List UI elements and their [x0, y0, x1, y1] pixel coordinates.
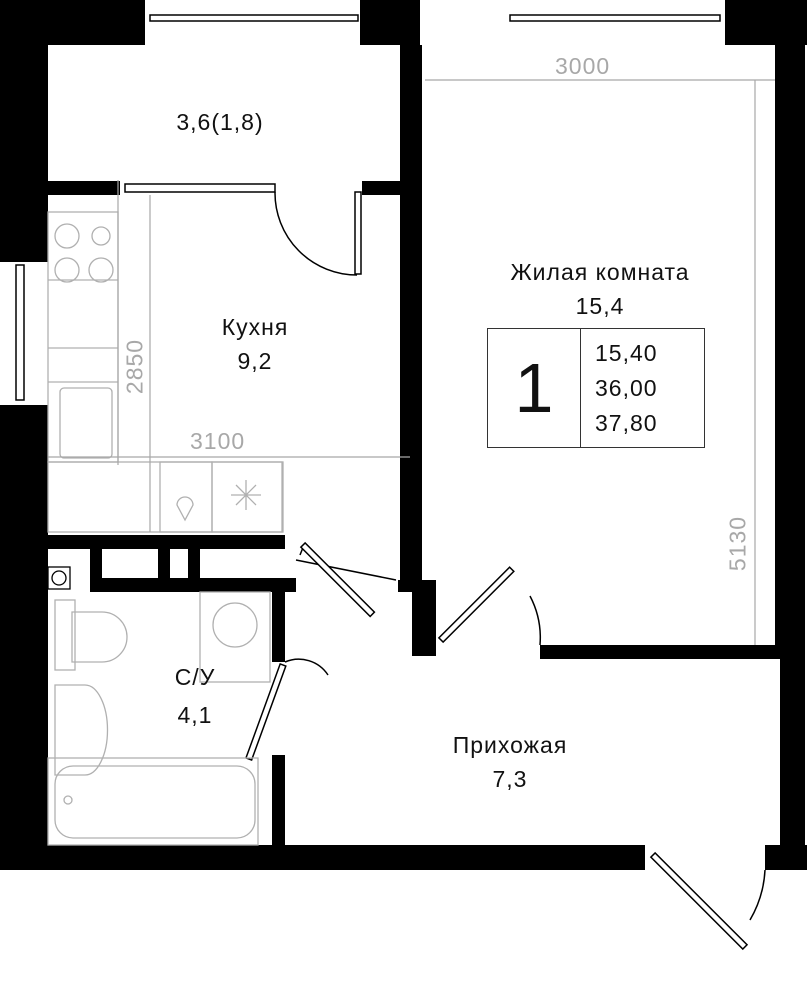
- doors: [245, 191, 766, 951]
- hallway-area: 7,3: [492, 766, 528, 792]
- bathroom-name: С/У: [174, 664, 216, 690]
- living-width-dimension: 3000: [555, 53, 611, 79]
- living-area: 15,4: [575, 293, 625, 319]
- walls: [0, 0, 807, 870]
- bathroom-area: 4,1: [177, 702, 213, 728]
- hallway-name: Прихожая: [452, 732, 568, 758]
- living-name: Жилая комната: [510, 259, 690, 285]
- apartment-summary: 1 15,40 36,00 37,80: [487, 328, 705, 448]
- living-area-total: 15,40: [595, 339, 658, 366]
- windows: [15, 14, 721, 401]
- rooms-count: 1: [488, 329, 581, 447]
- kitchen-area: 9,2: [237, 348, 273, 374]
- kitchen-width-dimension: 3100: [190, 428, 246, 454]
- kitchen-name: Кухня: [221, 314, 289, 340]
- total-area-with-balcony: 37,80: [595, 409, 658, 436]
- fixtures: [47, 211, 284, 846]
- balcony-area: 3,6(1,8): [176, 109, 264, 135]
- living-length-dimension: 5130: [724, 515, 751, 572]
- dimension-lines: [48, 79, 775, 645]
- kitchen-length-dimension: 2850: [121, 338, 148, 395]
- total-area: 36,00: [595, 374, 658, 401]
